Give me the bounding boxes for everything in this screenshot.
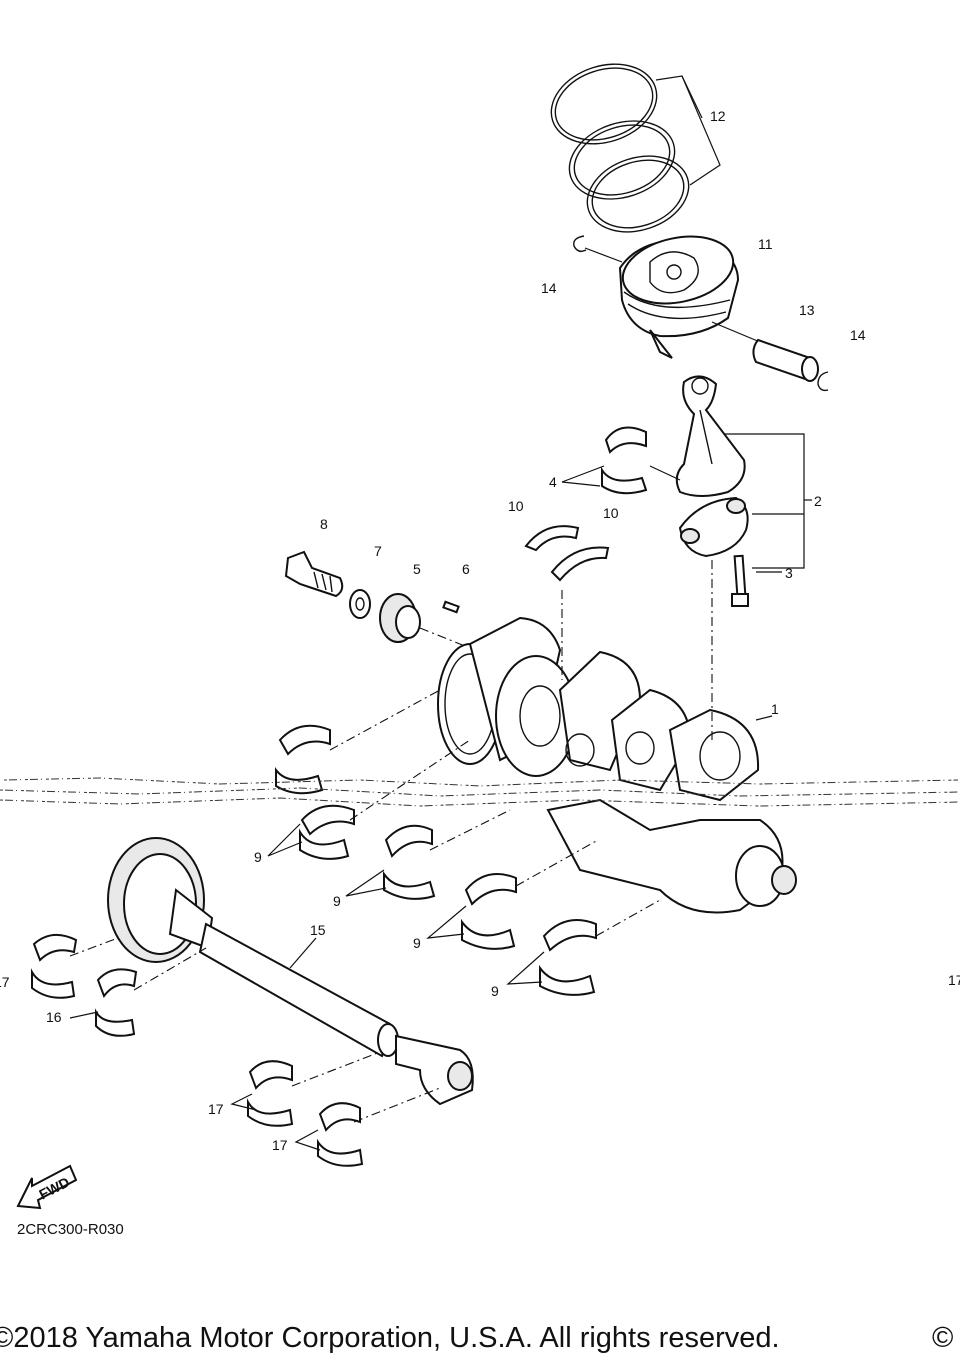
- callout-9-b: 9: [333, 893, 341, 909]
- callout-9-a: 9: [254, 849, 262, 865]
- main-bearing-2-part: [299, 804, 355, 860]
- scan-noise-band: [0, 777, 960, 807]
- balancer-bearing-17a-part: [31, 933, 78, 999]
- main-bearing-3-part: [383, 824, 436, 900]
- callout-16: 16: [46, 1009, 62, 1025]
- callout-14-right: 14: [850, 327, 866, 343]
- crankshaft-part: [437, 616, 797, 914]
- callout-2: 2: [814, 493, 822, 509]
- callout-15: 15: [310, 922, 326, 938]
- copyright-trailing-mark: ©: [932, 1322, 954, 1354]
- fwd-label: FWD: [36, 1174, 72, 1203]
- main-bearing-upper-part: [275, 724, 331, 795]
- callout-14-left: 14: [541, 280, 557, 296]
- callout-4: 4: [549, 474, 557, 490]
- conrod-bearing-upper-part: [601, 426, 648, 495]
- balancer-shaft-part: [107, 837, 474, 1106]
- fwd-arrow-icon: FWD: [16, 1164, 78, 1210]
- balancer-bearing-17c-part: [317, 1102, 364, 1167]
- conrod-bolt-part: [731, 554, 749, 607]
- key-part: [442, 600, 460, 614]
- copyright-footer: ©2018 Yamaha Motor Corporation, U.S.A. A…: [0, 1322, 960, 1362]
- thrust-bearing-part: [524, 525, 610, 582]
- balancer-bearing-17b-part: [247, 1060, 294, 1127]
- callout-12: 12: [710, 108, 726, 124]
- callout-10-left: 10: [508, 498, 524, 514]
- callout-17-right: 17: [948, 972, 960, 988]
- callout-17-lower-a: 17: [208, 1101, 224, 1117]
- callout-11: 11: [758, 236, 773, 252]
- main-bearing-5-part: [539, 919, 597, 996]
- bolt-part: [284, 550, 344, 598]
- callout-9-d: 9: [491, 983, 499, 999]
- piston-rings-part: [550, 63, 690, 233]
- piston-pin-part: [752, 338, 819, 382]
- main-bearing-4-part: [461, 873, 517, 950]
- diagram-code: 2CRC300-R030: [17, 1221, 124, 1238]
- circlip-left-part: [573, 235, 587, 253]
- balancer-bearing-16-part: [95, 968, 138, 1037]
- callout-17-lower-b: 17: [272, 1137, 288, 1153]
- copyright-text: ©2018 Yamaha Motor Corporation, U.S.A. A…: [0, 1322, 780, 1354]
- callout-7: 7: [374, 543, 382, 559]
- callout-13: 13: [799, 302, 815, 318]
- circlip-right-part: [817, 371, 829, 392]
- callout-10-right: 10: [603, 505, 619, 521]
- piston-part: [618, 235, 740, 359]
- callout-5: 5: [413, 561, 421, 577]
- gear-part: [379, 593, 421, 643]
- callout-17-left: 17: [0, 974, 10, 990]
- callout-6: 6: [462, 561, 470, 577]
- callout-8: 8: [320, 516, 328, 532]
- connecting-rod-part: [675, 375, 749, 558]
- callout-1: 1: [771, 701, 779, 717]
- washer-part: [349, 589, 371, 619]
- callout-3: 3: [785, 565, 793, 581]
- callout-9-c: 9: [413, 935, 421, 951]
